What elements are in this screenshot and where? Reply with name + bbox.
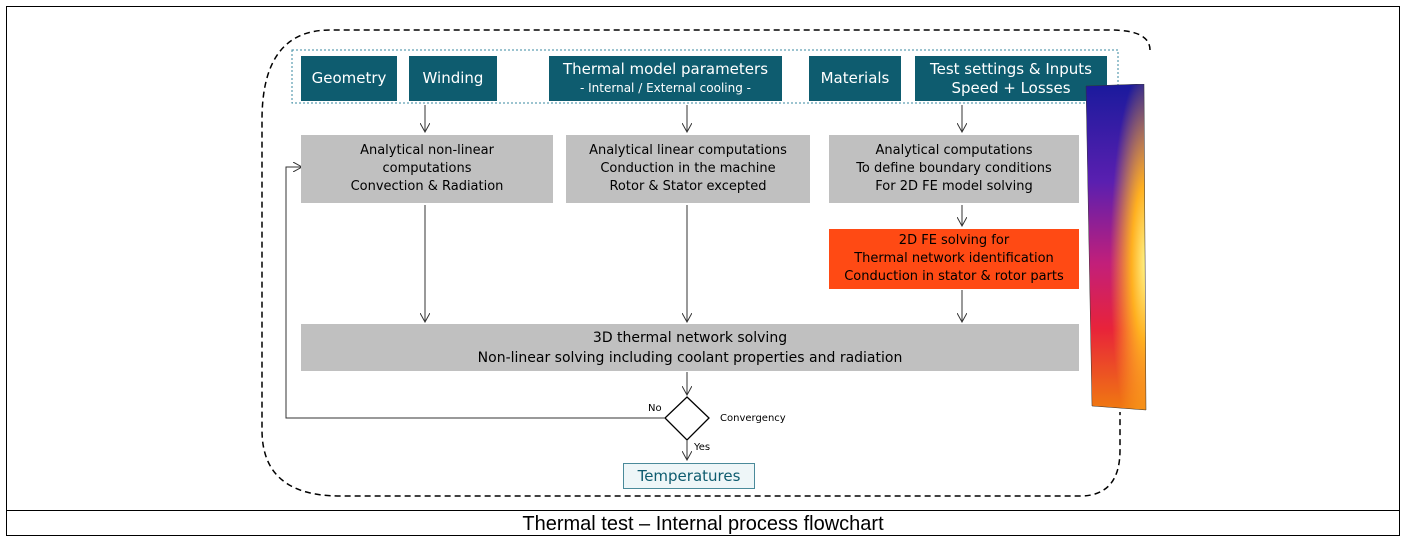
convergency-diamond xyxy=(664,396,710,441)
network-line-2: Non-linear solving including coolant pro… xyxy=(477,349,903,366)
process-boundary xyxy=(261,29,1151,497)
fe-line-2: Thermal network identification xyxy=(854,251,1054,266)
nonlinear-line-1: Analytical non-linear xyxy=(360,143,494,158)
inputs-group-outline xyxy=(291,49,1119,104)
fe-line-1: 2D FE solving for xyxy=(898,233,1010,248)
boundary-computations-box: Analytical computations To define bounda… xyxy=(829,135,1079,203)
decision-no-label: No xyxy=(648,403,662,414)
thermal-params-title-text: Thermal model parameters xyxy=(562,59,769,78)
linear-line-2: Conduction in the machine xyxy=(600,161,776,176)
thermal-params-subtitle-text: - Internal / External cooling - xyxy=(580,80,751,95)
thermal-params-box-overlay: Thermal model parameters - Internal / Ex… xyxy=(549,56,782,101)
network-line-1: 3D thermal network solving xyxy=(592,329,788,346)
loop-back-no xyxy=(285,167,665,419)
linear-line-3: Rotor & Stator excepted xyxy=(609,179,767,194)
linear-computations-box: Analytical linear computations Conductio… xyxy=(566,135,810,203)
figure-caption: Thermal test – Internal process flowchar… xyxy=(522,513,884,535)
decision-yes-label: Yes xyxy=(694,442,711,453)
winding-box: Winding xyxy=(409,56,497,101)
boundary-line-3: For 2D FE model solving xyxy=(875,179,1033,194)
decision-convergency-label: Convergency xyxy=(720,413,786,424)
geometry-box: Geometry xyxy=(301,56,397,101)
winding-label: Winding xyxy=(422,69,484,87)
network-solving-box: 3D thermal network solving Non-linear so… xyxy=(301,324,1079,371)
figure-frame xyxy=(6,6,1400,536)
nonlinear-line-2: computations xyxy=(382,161,472,176)
nonlinear-computations-box: Analytical non-linear computations Conve… xyxy=(301,135,553,203)
fe-line-3: Conduction in stator & rotor parts xyxy=(844,269,1064,284)
caption-divider xyxy=(6,510,1400,511)
fe-model-image xyxy=(1085,84,1147,411)
fe-solving-box: 2D FE solving for Thermal network identi… xyxy=(829,229,1079,289)
boundary-line-1: Analytical computations xyxy=(875,143,1033,158)
test-settings-title: Test settings & Inputs xyxy=(929,59,1092,78)
linear-line-1: Analytical linear computations xyxy=(589,143,787,158)
connector-layer xyxy=(261,29,1151,497)
nonlinear-line-3: Convection & Radiation xyxy=(350,179,504,194)
materials-label: Materials xyxy=(820,69,890,87)
geometry-label: Geometry xyxy=(311,69,387,87)
temperatures-output-box: Temperatures xyxy=(623,463,755,489)
temperatures-label: Temperatures xyxy=(637,467,741,485)
test-settings-box: Test settings & Inputs Speed + Losses xyxy=(915,56,1107,101)
materials-box: Materials xyxy=(809,56,901,101)
boundary-line-2: To define boundary conditions xyxy=(856,161,1052,176)
test-settings-subtitle: Speed + Losses xyxy=(951,78,1071,97)
